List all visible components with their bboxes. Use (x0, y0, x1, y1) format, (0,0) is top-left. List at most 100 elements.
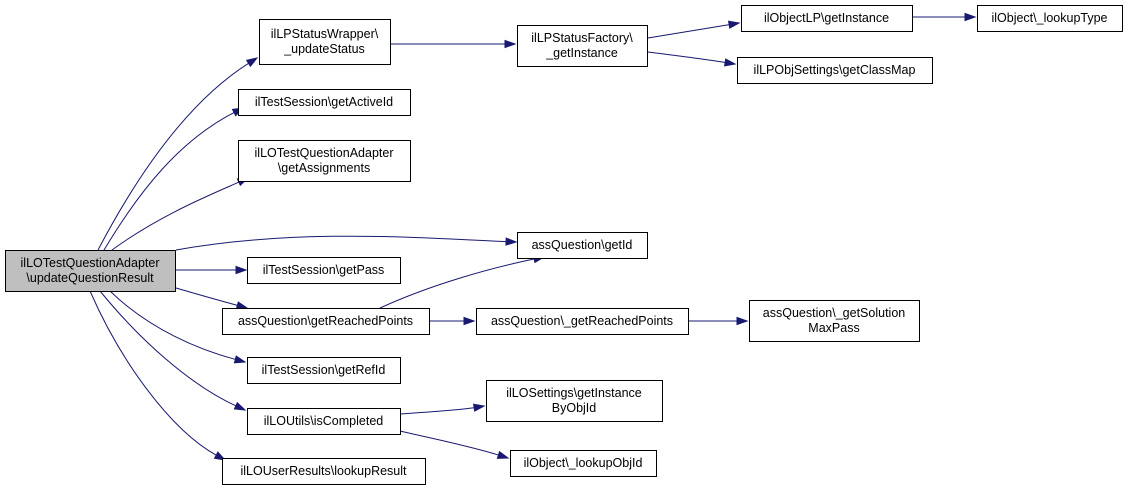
edge-line (99, 290, 238, 407)
node-label: _getInstance (545, 46, 618, 60)
arrowhead-icon (723, 58, 737, 67)
node-label: \updateQuestionResult (26, 271, 154, 285)
edge-n8-to-n13 (399, 430, 510, 459)
node-label: _updateStatus (283, 42, 365, 56)
node-label: ilLPStatusFactory\ (531, 31, 633, 45)
node-box[interactable] (517, 232, 648, 259)
node-label: ilLOTestQuestionAdapter (255, 146, 394, 160)
node-box[interactable] (5, 250, 176, 292)
edge-root-to-n4 (175, 235, 518, 251)
edge-n6-to-n4 (379, 255, 546, 309)
edge-n10-to-n15 (647, 51, 737, 67)
edge-line (399, 430, 500, 456)
arrowhead-icon (504, 39, 517, 49)
edge-n11-to-n16 (689, 316, 749, 326)
node-label: ilTestSession\getRefId (262, 363, 386, 377)
arrowhead-icon (736, 316, 749, 326)
node-label: ilLPObjSettings\getClassMap (754, 63, 916, 77)
node-n14[interactable]: ilObjectLP\getInstance (741, 5, 913, 32)
edge-root-to-n9 (89, 290, 227, 461)
node-box[interactable] (238, 140, 411, 182)
node-n1[interactable]: ilLPStatusWrapper\_updateStatus (259, 19, 391, 65)
node-label: ilLPStatusWrapper\ (271, 27, 379, 41)
arrowhead-icon (496, 450, 510, 459)
edge-n6-to-n11 (429, 316, 476, 326)
edge-line (97, 62, 250, 251)
edge-line (175, 287, 239, 307)
node-n5[interactable]: ilTestSession\getPass (247, 257, 401, 284)
node-label: ilTestSession\getPass (263, 263, 385, 277)
node-label: \getAssignments (278, 161, 370, 175)
arrowhead-icon (235, 265, 248, 275)
node-label: ByObjId (552, 401, 597, 415)
node-box[interactable] (749, 300, 920, 342)
node-n13[interactable]: ilObject\_lookupObjId (510, 450, 657, 477)
edge-line (379, 258, 536, 309)
node-n11[interactable]: assQuestion\_getReachedPoints (476, 308, 689, 335)
nodes-layer: ilLOTestQuestionAdapter\updateQuestionRe… (5, 5, 1123, 485)
node-label: ilLOUserResults\lookupResult (240, 464, 407, 478)
edge-n14-to-n17 (912, 12, 977, 22)
edge-line (175, 235, 508, 251)
node-n3[interactable]: ilLOTestQuestionAdapter\getAssignments (238, 140, 411, 182)
node-box[interactable] (247, 257, 401, 284)
node-label: assQuestion\getReachedPoints (238, 314, 413, 328)
node-label: MaxPass (808, 321, 859, 335)
node-root[interactable]: ilLOTestQuestionAdapter\updateQuestionRe… (5, 250, 176, 292)
node-label: ilTestSession\getActiveId (255, 95, 393, 109)
node-label: ilObjectLP\getInstance (764, 11, 889, 25)
edge-n8-to-n12 (399, 403, 486, 415)
arrowhead-icon (964, 12, 977, 22)
arrowhead-icon (472, 403, 486, 412)
edge-root-to-n1 (97, 57, 259, 251)
node-box[interactable] (247, 408, 401, 435)
arrowhead-icon (233, 401, 247, 411)
node-label: ilLOTestQuestionAdapter (21, 256, 160, 270)
arrowhead-icon (727, 20, 741, 29)
node-n4[interactable]: assQuestion\getId (517, 232, 648, 259)
node-box[interactable] (222, 308, 430, 335)
node-label: assQuestion\getId (532, 238, 633, 252)
node-n17[interactable]: ilObject\_lookupType (977, 5, 1123, 32)
node-label: ilObject\_lookupObjId (524, 456, 643, 470)
node-label: ilLOSettings\getInstance (506, 386, 642, 400)
edge-line (111, 181, 241, 251)
edge-root-to-n6 (175, 287, 249, 310)
edge-line (109, 290, 237, 361)
node-n2[interactable]: ilTestSession\getActiveId (238, 89, 411, 116)
node-box[interactable] (517, 25, 648, 67)
edge-line (89, 290, 218, 457)
node-n7[interactable]: ilTestSession\getRefId (247, 357, 401, 384)
node-box[interactable] (486, 380, 663, 422)
node-n9[interactable]: ilLOUserResults\lookupResult (222, 458, 426, 485)
node-box[interactable] (741, 5, 913, 32)
node-n8[interactable]: ilLOUtils\isCompleted (247, 408, 401, 435)
node-box[interactable] (510, 450, 657, 477)
node-n10[interactable]: ilLPStatusFactory\_getInstance (517, 25, 648, 67)
node-label: assQuestion\_getReachedPoints (491, 314, 673, 328)
node-box[interactable] (977, 5, 1123, 32)
edge-line (399, 407, 476, 415)
node-label: ilLOUtils\isCompleted (264, 414, 384, 428)
arrowhead-icon (505, 237, 518, 246)
node-box[interactable] (247, 357, 401, 384)
node-box[interactable] (259, 19, 391, 65)
arrowhead-icon (245, 57, 259, 68)
edge-n10-to-n14 (647, 20, 741, 39)
edge-root-to-n5 (176, 265, 248, 275)
edge-line (103, 111, 236, 251)
node-n6[interactable]: assQuestion\getReachedPoints (222, 308, 430, 335)
edge-root-to-n8 (99, 290, 247, 411)
node-box[interactable] (737, 57, 933, 84)
node-box[interactable] (238, 89, 411, 116)
edge-root-to-n3 (111, 177, 250, 251)
node-n15[interactable]: ilLPObjSettings\getClassMap (737, 57, 933, 84)
arrowhead-icon (233, 355, 247, 364)
node-box[interactable] (222, 458, 426, 485)
node-box[interactable] (476, 308, 689, 335)
arrowhead-icon (463, 316, 476, 326)
